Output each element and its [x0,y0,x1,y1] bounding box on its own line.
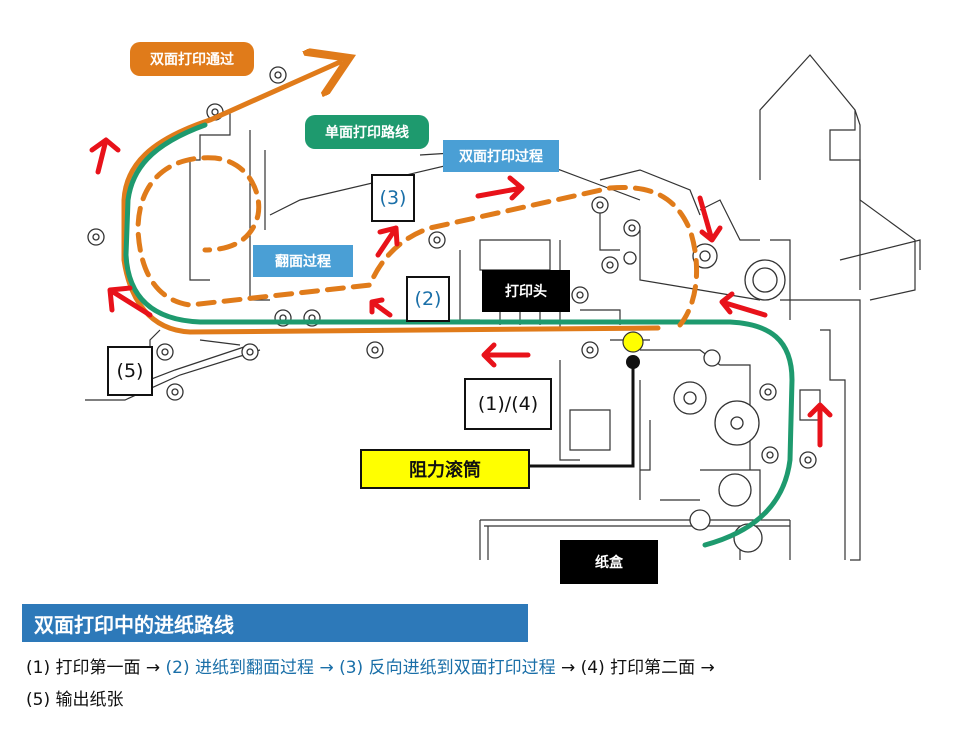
step-marker-3: (3) [371,174,415,222]
duplex-process-dashed-path [135,155,699,328]
step-5-text: (5) 输出纸张 [26,690,124,710]
step-arrow: → [145,658,161,678]
red-arrow-left-mid [719,291,768,318]
step-1-text: (1) 打印第一面 [26,658,141,678]
red-arrow-diag-up [375,225,400,258]
flip-process-label: 翻面过程 [253,245,353,277]
step-marker-5: (5) [107,346,153,396]
resist-roller-marker [528,331,644,468]
duplex-pass-path [121,62,661,335]
red-arrow-upward-right [807,402,833,448]
red-arrow-left-out [107,285,153,318]
simplex-route-path [123,122,795,548]
paper-tray-label: 纸盒 [560,540,658,584]
step-marker-1-4: (1)/(4) [464,378,552,430]
resist-roller-label: 阻力滚筒 [360,449,530,489]
step-arrow: → [319,658,334,678]
red-arrow-right-top [475,175,525,201]
print-head-label: 打印头 [482,270,570,312]
step-4-text: (4) 打印第二面 [580,658,696,678]
duplex-process-label: 双面打印过程 [443,140,559,172]
step-arrow: → [560,658,576,678]
step-2-text: (2) 进纸到翻面过程 [165,658,315,678]
red-arrow-down-right [697,195,723,243]
duplex-pass-label: 双面打印通过 [130,42,254,76]
red-direction-arrows [89,137,833,448]
step-3-text: (3) 反向进纸到双面打印过程 [339,658,556,678]
step-arrow: → [700,658,715,678]
simplex-route-label: 单面打印路线 [305,115,429,149]
section-title: 双面打印中的进纸路线 [22,604,528,642]
red-arrow-up-left [89,137,121,175]
red-arrow-left-bottom [481,342,531,368]
red-arrow-left-small [369,297,393,318]
step-marker-2: (2) [406,276,450,322]
steps-description: (1) 打印第一面 → (2) 进纸到翻面过程 → (3) 反向进纸到双面打印过… [26,652,926,716]
paper-path-diagram [85,0,921,561]
